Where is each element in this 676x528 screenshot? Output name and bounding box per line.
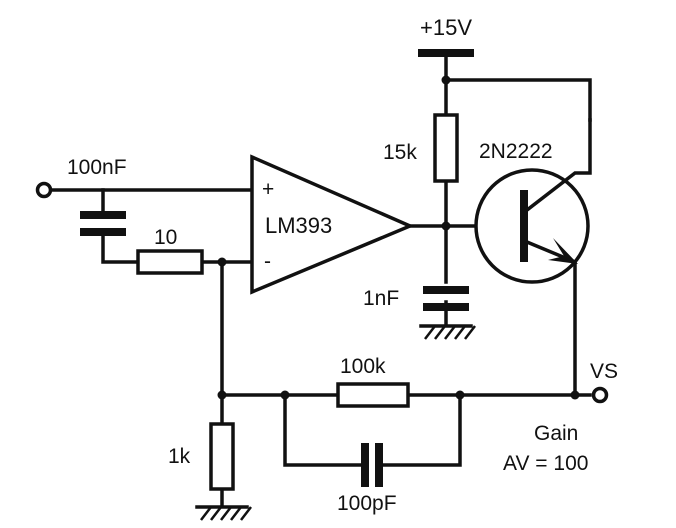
transistor-collector <box>524 118 592 213</box>
ground-symbol-1nf <box>419 324 476 340</box>
junction-100pf-left <box>280 390 290 400</box>
label-res-pullup: 15k <box>383 141 417 164</box>
emitter-arrow-icon <box>548 238 578 264</box>
label-opamp: LM393 <box>265 213 332 238</box>
capacitor-100pf <box>361 443 383 487</box>
label-res-input: 10 <box>154 226 177 249</box>
label-output: VS <box>590 360 618 383</box>
label-supply: +15V <box>420 15 472 40</box>
wire-100pf-left <box>283 393 364 467</box>
transistor-2n2222 <box>474 118 592 284</box>
junction-minus <box>217 257 227 267</box>
label-opamp-minus: - <box>264 250 271 273</box>
junctions <box>217 75 580 400</box>
wire-supply-collector <box>444 78 592 122</box>
junction-supply <box>441 75 451 85</box>
wire-100pf-right <box>379 393 462 467</box>
resistor-1k <box>209 422 235 491</box>
input-terminal <box>35 181 53 199</box>
wire-cap-bottom <box>101 230 142 264</box>
label-gain-title: Gain <box>534 422 578 445</box>
label-gain-value: AV = 100 <box>503 452 588 475</box>
label-transistor: 2N2222 <box>479 140 553 163</box>
resistor-100k <box>336 382 410 408</box>
capacitor-1nf <box>423 286 469 311</box>
label-opamp-plus: + <box>262 178 274 201</box>
junction-1k <box>217 390 227 400</box>
label-cap-filter: 1nF <box>363 287 399 310</box>
ground-symbol-1k <box>195 505 252 521</box>
opamp-lm393 <box>250 154 415 295</box>
label-res-ground: 1k <box>168 445 191 468</box>
junction-output <box>570 390 580 400</box>
output-terminal <box>591 386 609 404</box>
capacitor-100nf <box>80 211 126 236</box>
resistor-10 <box>136 249 204 275</box>
label-res-feedback: 100k <box>340 355 386 378</box>
label-cap-input: 100nF <box>67 156 127 179</box>
label-cap-feedback: 100pF <box>337 492 397 515</box>
junction-100pf-right <box>455 390 465 400</box>
resistor-15k <box>433 113 459 183</box>
junction-base <box>441 221 451 231</box>
